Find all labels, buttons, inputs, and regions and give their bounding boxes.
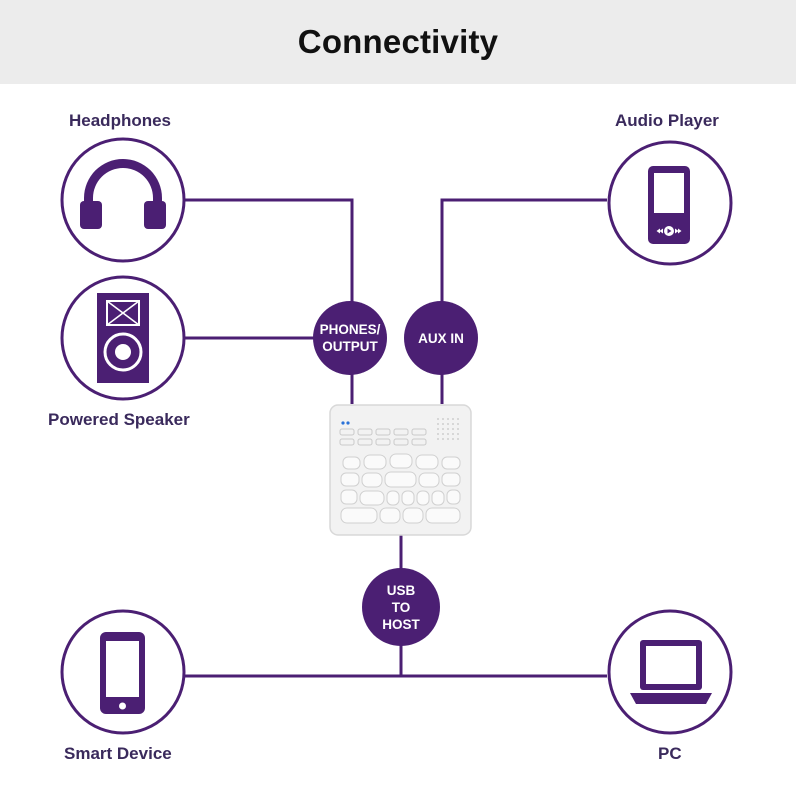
page-title: Connectivity (297, 23, 499, 60)
pc-label: PC (658, 744, 682, 763)
usb-to-host-port (362, 568, 440, 646)
smartphone-icon (100, 632, 145, 714)
headphones-circle (60, 137, 186, 263)
usb-to-host-label: USB TO HOST (362, 568, 440, 646)
laptop-icon (630, 640, 712, 704)
smart-device-label: Smart Device (64, 744, 172, 763)
aux-in-port (404, 301, 478, 375)
header-bar: Connectivity (0, 0, 796, 84)
usb-line1: USB (386, 582, 416, 598)
headphones-label: Headphones (69, 111, 172, 130)
phones-output-label: PHONES/ OUTPUT (313, 301, 387, 375)
phones-output-port (313, 301, 387, 375)
usb-line3: HOST (382, 616, 420, 632)
phones-output-line1: PHONES/ (319, 322, 381, 337)
phones-output-line2: OUTPUT (322, 339, 378, 354)
central-device (329, 404, 472, 536)
usb-line2: TO (391, 599, 411, 615)
aux-in-label: AUX IN (404, 301, 478, 375)
audio-player-label: Audio Player (615, 111, 719, 130)
powered-speaker-label: Powered Speaker (48, 410, 190, 429)
headphones-icon (80, 159, 166, 229)
aux-in-line1: AUX IN (418, 330, 464, 346)
speaker-icon (97, 293, 149, 383)
audio-player-icon (648, 166, 690, 244)
